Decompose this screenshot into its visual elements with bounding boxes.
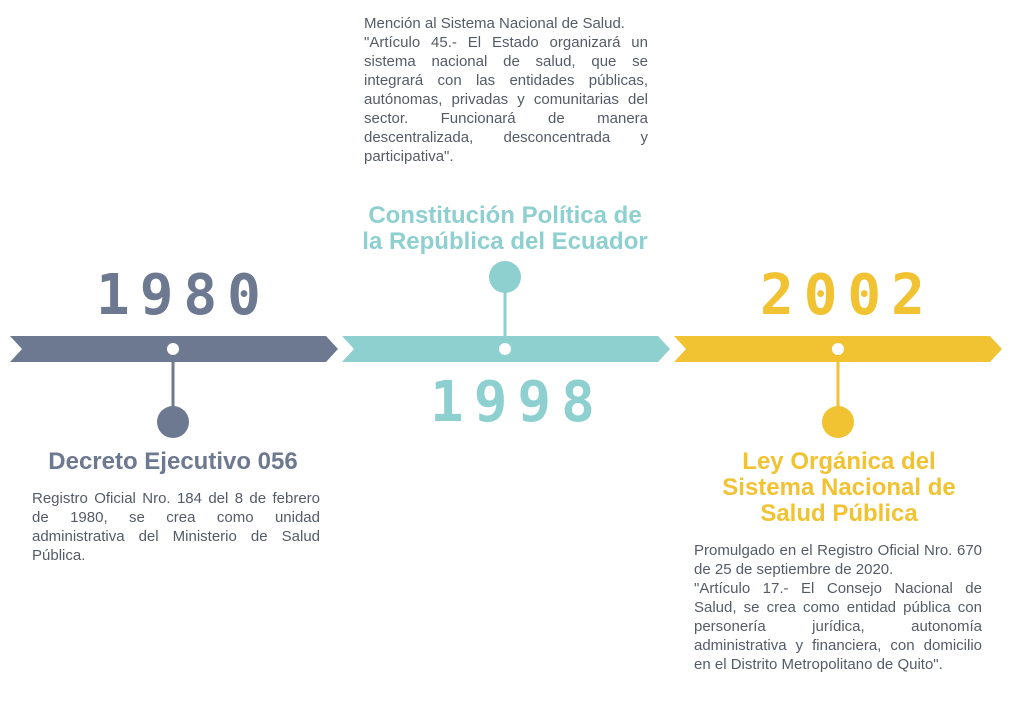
event-title-1998: Constitución Política de la República de…	[362, 202, 648, 255]
arrow-point-1998	[499, 343, 511, 355]
event-title-2002: Ley Orgánica del Sistema Nacional de Sal…	[722, 448, 956, 527]
description-1998: Mención al Sistema Nacional de Salud. "A…	[364, 14, 648, 166]
arrow-point-1980	[167, 343, 179, 355]
description-2002: Promulgado en el Registro Oficial Nro. 6…	[694, 541, 982, 674]
description-1998-line-1: Mención al Sistema Nacional de Salud.	[364, 15, 625, 32]
description-1980-line-1: Registro Oficial Nro. 184 del 8 de febre…	[32, 490, 320, 564]
year-label-2002: 2002	[760, 263, 935, 328]
description-1980: Registro Oficial Nro. 184 del 8 de febre…	[32, 489, 320, 565]
description-2002-line-2: "Artículo 17.- El Consejo Nacional de Sa…	[694, 580, 982, 673]
marker-dot-1980	[157, 406, 189, 438]
arrow-point-2002	[832, 343, 844, 355]
description-1998-line-2: "Artículo 45.- El Estado organizará un s…	[364, 34, 648, 165]
marker-dot-1998	[489, 261, 521, 293]
year-label-1980: 1980	[96, 263, 271, 328]
description-2002-line-1: Promulgado en el Registro Oficial Nro. 6…	[694, 542, 982, 578]
year-label-1998: 1998	[430, 370, 605, 435]
marker-dot-2002	[822, 406, 854, 438]
event-title-1980: Decreto Ejecutivo 056	[48, 448, 298, 475]
